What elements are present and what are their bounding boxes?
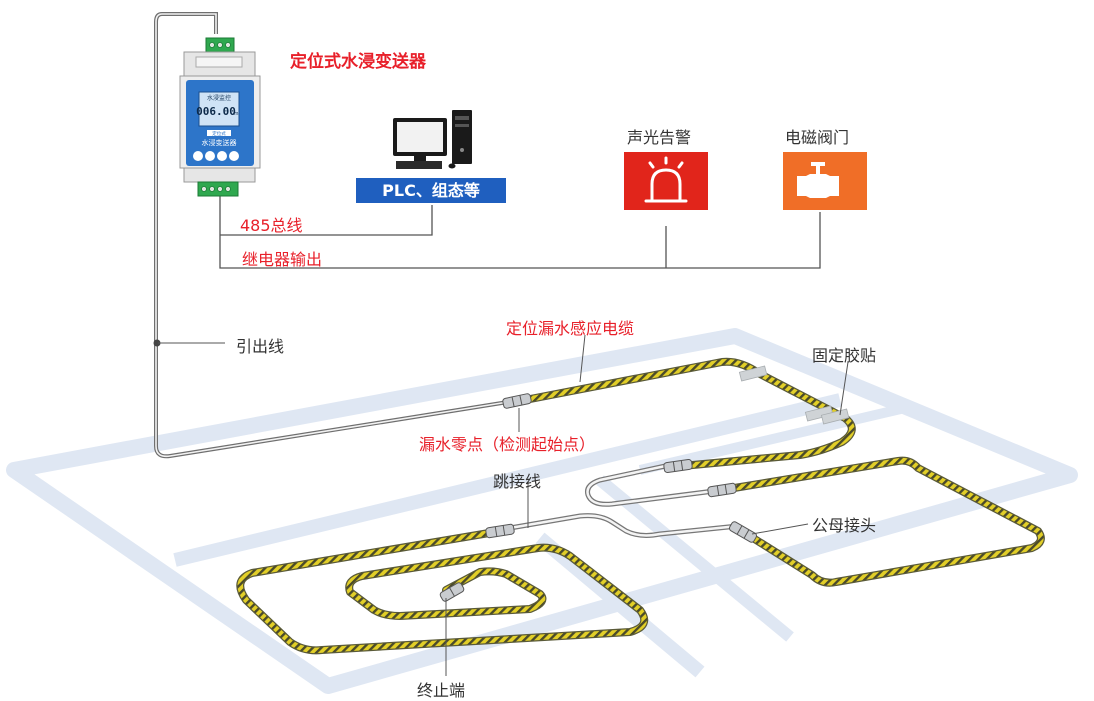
- fixing-tape-label: 固定胶贴: [812, 346, 877, 365]
- fixing-tape-3: [820, 408, 850, 425]
- connector-jumper-top: [663, 458, 693, 474]
- relay-output-wire: [219, 195, 821, 269]
- device-button-enter: [229, 151, 239, 161]
- fixing-tape-2: [804, 405, 834, 422]
- sensing-cable-label: 定位漏水感应电缆: [506, 319, 635, 338]
- device-button-up: [217, 151, 227, 161]
- rs485-bus-wire: [220, 205, 433, 236]
- plc-label: PLC、组态等: [356, 178, 506, 203]
- connector-label: 公母接头: [812, 516, 877, 535]
- connector-zero-point: [502, 393, 532, 409]
- connector-male-female: [728, 521, 758, 543]
- device-button-down: [205, 151, 215, 161]
- alarm-light-icon: [644, 156, 688, 203]
- valve-label: 电磁阀门: [785, 128, 850, 147]
- terminal-end-label: 终止端: [417, 681, 466, 700]
- leader-lines: [158, 334, 849, 676]
- connector-jumper-left: [485, 523, 515, 539]
- rs485-bus-label: 485总线: [240, 216, 303, 235]
- page-title: 定位式水浸变送器: [290, 52, 426, 72]
- lead-wire-highlight: [155, 13, 509, 458]
- leader-sensing-cable: [579, 334, 586, 383]
- jumper-label: 跳接线: [493, 472, 542, 491]
- transmitter-device: 水浸监控 006.00 m 定位式 水浸变送器: [179, 37, 261, 197]
- lcd-title: 水浸监控: [207, 94, 231, 102]
- jumper-cables: [507, 462, 741, 538]
- device-button-left: [193, 151, 203, 161]
- fixing-tape-1: [738, 365, 768, 382]
- fixing-tapes: [738, 365, 850, 425]
- lead-wire-dot: [153, 339, 161, 347]
- connector-terminal-end: [439, 582, 465, 602]
- zero-point-label: 漏水零点（检测起始点）: [419, 435, 596, 454]
- alarm-label: 声光告警: [627, 128, 692, 147]
- lcd-unit: m: [234, 111, 239, 117]
- leader-fixing-tape: [839, 361, 849, 416]
- floor-grid: [6, 328, 1078, 694]
- signal-wires: [219, 195, 821, 269]
- device-name-line1: 定位式: [212, 130, 226, 137]
- leader-connector: [751, 523, 809, 535]
- computer-icon: [393, 110, 472, 169]
- lead-wire-label: 引出线: [236, 337, 285, 356]
- lcd-value: 006.00: [196, 105, 236, 118]
- device-name-line2: 水浸变送器: [202, 138, 237, 147]
- connectors: [439, 393, 758, 602]
- leak-sensing-cables: [236, 357, 1045, 655]
- connector-right-loop: [707, 482, 737, 498]
- solenoid-valve-icon: [797, 162, 839, 198]
- relay-output-label: 继电器输出: [242, 250, 323, 269]
